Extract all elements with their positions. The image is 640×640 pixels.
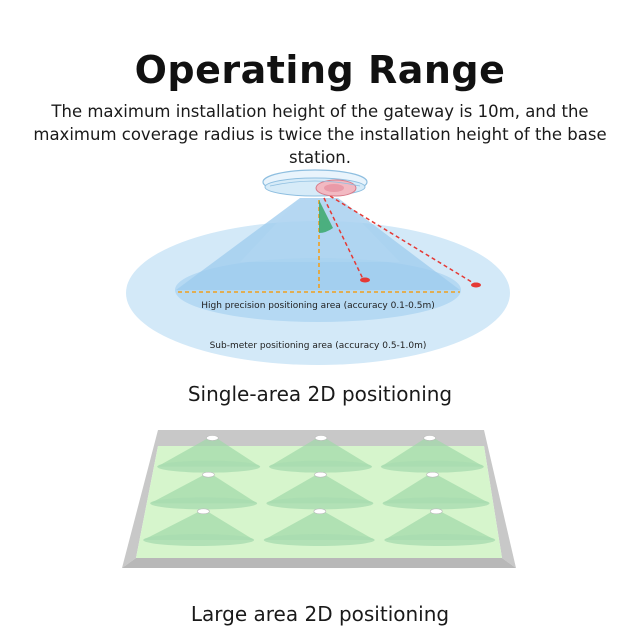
coverage-beam — [176, 198, 460, 290]
coverage-cone — [382, 474, 490, 504]
gateway-icon — [206, 435, 219, 441]
single-area-caption: Single-area 2D positioning — [187, 382, 453, 406]
gateway-icon — [423, 435, 436, 441]
page-title: Operating Range — [134, 48, 506, 92]
coverage-footprint — [266, 497, 374, 510]
coverage-footprint — [382, 497, 490, 510]
coverage-footprint — [384, 534, 496, 546]
gateway-icon — [313, 508, 327, 515]
room-right-wall — [484, 430, 516, 568]
gateway-icon — [197, 508, 210, 515]
coverage-footprint — [263, 534, 375, 546]
coverage-cone — [266, 474, 374, 504]
angle-wedge-icon — [319, 200, 333, 233]
ray-far — [329, 195, 476, 285]
coverage-footprint — [143, 534, 255, 546]
coverage-cone — [157, 438, 261, 467]
gateway-device-icon — [262, 169, 368, 197]
tag-point-near — [360, 277, 370, 283]
high-precision-label: High precision positioning area (accurac… — [201, 301, 435, 311]
gateway-icon — [202, 471, 215, 478]
coverage-cone — [263, 511, 375, 540]
page-subtitle: The maximum installation height of the g… — [33, 102, 607, 167]
coverage-cone — [143, 511, 255, 540]
coverage-footprint — [150, 497, 258, 510]
ray-near — [323, 197, 364, 280]
gateway-icon — [314, 471, 327, 478]
coverage-cone — [380, 438, 484, 467]
large-area-caption: Large area 2D positioning — [190, 602, 450, 626]
coverage-footprint — [157, 460, 261, 473]
room-front-wall — [122, 558, 516, 568]
coverage-cone — [384, 511, 496, 540]
room-left-wall — [122, 430, 158, 568]
gateway-icon — [426, 471, 439, 478]
sub-meter-label: Sub-meter positioning area (accuracy 0.5… — [210, 341, 427, 351]
gateway-icon — [314, 435, 328, 441]
coverage-footprint — [380, 460, 484, 473]
gateway-icon — [429, 508, 443, 515]
coverage-cone — [269, 438, 372, 467]
tag-point-far — [471, 282, 481, 288]
beam-grid — [143, 435, 496, 546]
coverage-footprint — [269, 460, 372, 473]
coverage-cone — [150, 474, 258, 504]
